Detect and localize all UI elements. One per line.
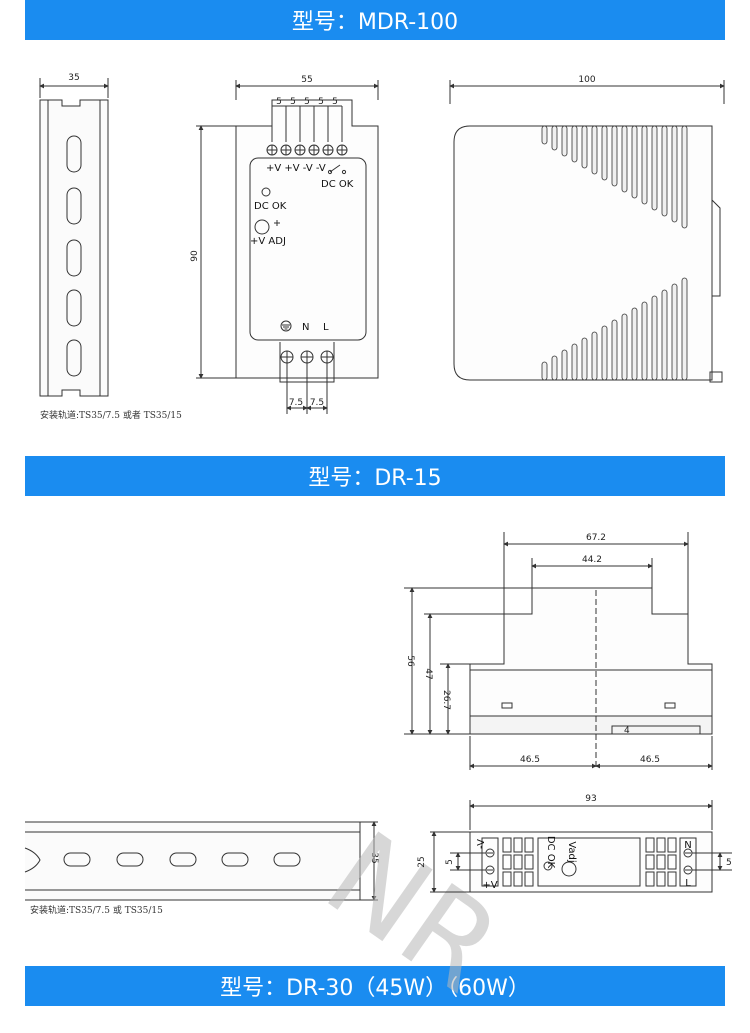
mdr100-top-terminals [266, 144, 348, 156]
mdr100-pitch: 5 [318, 97, 324, 107]
mdr100-rail-note: 安装轨道:TS35/7.5 或者 TS35/15 [40, 409, 182, 421]
banner-mdr100: 型号：MDR-100 [25, 0, 725, 40]
dr15-height-mid: 47 [423, 668, 433, 679]
mdr100-din-rail [39, 78, 109, 397]
dr15-half-left: 46.5 [520, 755, 540, 765]
dr15-inner-width: 44.2 [582, 555, 602, 565]
dr15-top-view [430, 800, 732, 893]
mdr100-height: 90 [190, 250, 200, 262]
mdr100-pitch: 5 [332, 97, 338, 107]
dr15-body-height: 25 [417, 856, 427, 867]
mdr100-vent-slots-lower [541, 277, 688, 381]
dr15-rail-note: 安装轨道:TS35/7.5 或 TS35/15 [30, 904, 163, 916]
mdr100-rail-width: 35 [68, 73, 79, 83]
dr15-n-label: N [684, 840, 691, 851]
rail-slot [116, 852, 144, 867]
dr15-rail-depth: 4 [624, 726, 630, 736]
mdr100-pitch: 5 [304, 97, 310, 107]
mdr100-terminal-labels: +V +V -V -V [266, 163, 326, 174]
mdr100-n-label: N [302, 322, 309, 333]
ground-icon [280, 320, 292, 332]
rail-slot [66, 187, 82, 225]
dr15-height-total: 56 [405, 655, 415, 667]
dr15-depth: 93 [585, 794, 596, 804]
dr15-din-rail [24, 821, 378, 901]
rail-slot [66, 339, 82, 377]
mdr100-dc-ok-led-label: DC OK [254, 201, 287, 212]
rail-slot [221, 852, 249, 867]
dr15-l-label: L [685, 878, 691, 889]
mdr100-bottom-pitch: 7.5 [310, 398, 324, 408]
v-adj-pot-icon[interactable] [561, 861, 577, 877]
mdr100-bottom-pitch: 7.5 [289, 398, 303, 408]
rail-slot [66, 135, 82, 173]
rail-slot [66, 289, 82, 327]
dr15-height-low: 26.7 [441, 690, 451, 710]
mdr100-side-width: 100 [578, 75, 595, 85]
dr15-neg-v-label: -V [476, 839, 487, 849]
mdr100-l-label: L [323, 322, 329, 333]
mdr100-v-adj-label: +V ADJ [250, 236, 286, 247]
dr15-pos-v-label: +V [482, 880, 497, 891]
banner-dr30: 型号：DR-30（45W）（60W） [25, 966, 725, 1006]
rail-slot [63, 852, 91, 867]
rail-slot [66, 239, 82, 277]
mdr100-pitch: 5 [276, 97, 282, 107]
mdr100-front-view [196, 80, 379, 414]
dr15-v-adj-label: Vadj [566, 841, 577, 862]
rail-slot [273, 852, 301, 867]
banner-dr15: 型号：DR-15 [25, 456, 725, 496]
rail-slot [169, 852, 197, 867]
dr15-pitch-left: 5 [445, 859, 455, 865]
dr15-profile-view [404, 532, 713, 770]
mdr100-pitch: 5 [290, 97, 296, 107]
dc-ok-led-icon [543, 861, 553, 871]
mdr100-front-width: 55 [301, 75, 312, 85]
dr15-dc-ok-label: DC OK [545, 836, 556, 869]
dr15-rail-height: 35 [369, 852, 379, 863]
mdr100-vent-slots-upper [541, 125, 688, 229]
v-adj-pot-icon[interactable] [254, 219, 270, 235]
mdr100-dc-ok-label: DC OK [321, 179, 354, 190]
dr15-pitch-right: 5 [726, 858, 732, 868]
dr15-outer-width: 67.2 [586, 533, 606, 543]
dc-ok-led-icon [261, 187, 271, 197]
dr15-half-right: 46.5 [640, 755, 660, 765]
